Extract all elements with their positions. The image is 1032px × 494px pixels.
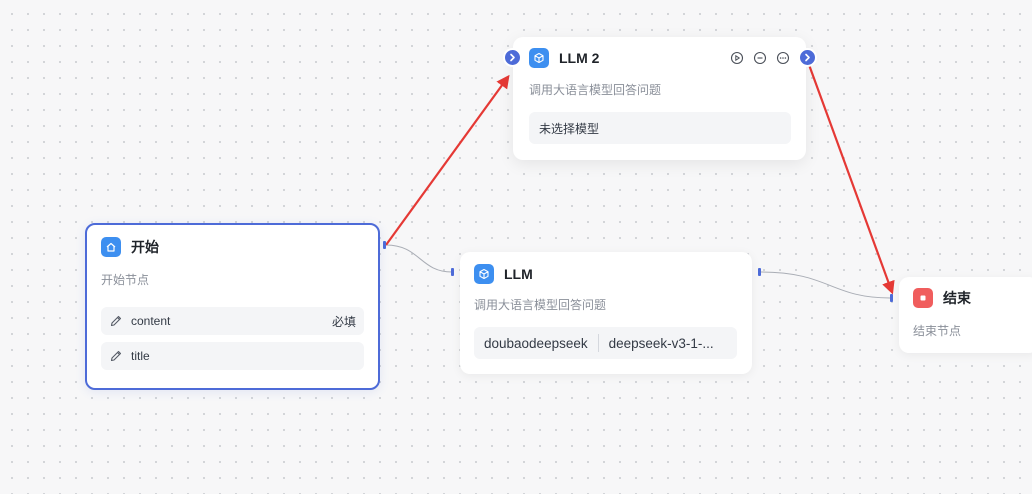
llm2-node-header: LLM 2 [529, 48, 790, 68]
model-provider: doubaodeepseek [484, 335, 588, 351]
stop-icon [913, 288, 933, 308]
end-input-handle[interactable] [890, 294, 893, 302]
more-icon[interactable] [776, 51, 790, 65]
required-badge: 必填 [331, 314, 356, 329]
start-node-title: 开始 [131, 239, 159, 255]
llm-node-header: LLM [474, 264, 533, 284]
llm-node-description: 调用大语言模型回答问题 [474, 298, 607, 312]
chevron-right-icon [510, 53, 515, 62]
edge-start-llm2[interactable] [385, 74, 510, 246]
start-node-header: 开始 [101, 237, 159, 257]
minus-circle-icon[interactable] [753, 51, 767, 65]
llm-input-handle[interactable] [451, 268, 454, 276]
play-icon[interactable] [730, 51, 744, 65]
pencil-icon [110, 350, 122, 362]
llm2-input-handle[interactable] [505, 50, 520, 65]
llm-node-title: LLM [504, 266, 533, 282]
llm2-node[interactable]: LLM 2 调用大语言模型回答问题 未选择模型 [513, 37, 806, 160]
model-placeholder: 未选择模型 [539, 121, 600, 136]
edge-start-llm[interactable] [385, 244, 453, 273]
chevron-right-icon [805, 53, 810, 62]
llm2-node-title: LLM 2 [559, 50, 600, 66]
divider [597, 334, 599, 352]
end-node-header: 结束 [913, 288, 971, 308]
edge-llm-end[interactable] [759, 271, 892, 299]
param-name: title [131, 349, 150, 363]
start-node[interactable]: 开始 开始节点 content 必填 title [85, 223, 380, 390]
llm-model-selector[interactable]: doubaodeepseek deepseek-v3-1-... [474, 327, 737, 359]
end-node[interactable]: 结束 结束节点 [899, 277, 1032, 353]
param-row-title[interactable]: title [101, 342, 364, 370]
end-node-description: 结束节点 [913, 324, 962, 338]
param-row-content[interactable]: content 必填 [101, 307, 364, 335]
model-name: deepseek-v3-1-... [608, 335, 714, 351]
start-output-handle[interactable] [383, 241, 386, 249]
llm-node[interactable]: LLM 调用大语言模型回答问题 doubaodeepseek deepseek-… [460, 252, 752, 374]
llm2-node-actions [730, 51, 790, 65]
llm2-model-selector[interactable]: 未选择模型 [529, 112, 791, 144]
param-name: content [131, 314, 171, 328]
cube-icon [529, 48, 549, 68]
llm2-node-description: 调用大语言模型回答问题 [529, 83, 662, 97]
edge-llm2-end[interactable] [806, 61, 895, 295]
end-node-title: 结束 [943, 290, 971, 306]
llm-output-handle[interactable] [758, 268, 761, 276]
home-icon [101, 237, 121, 257]
start-node-description: 开始节点 [101, 273, 150, 287]
cube-icon [474, 264, 494, 284]
llm2-output-handle[interactable] [800, 50, 815, 65]
pencil-icon [110, 315, 122, 327]
